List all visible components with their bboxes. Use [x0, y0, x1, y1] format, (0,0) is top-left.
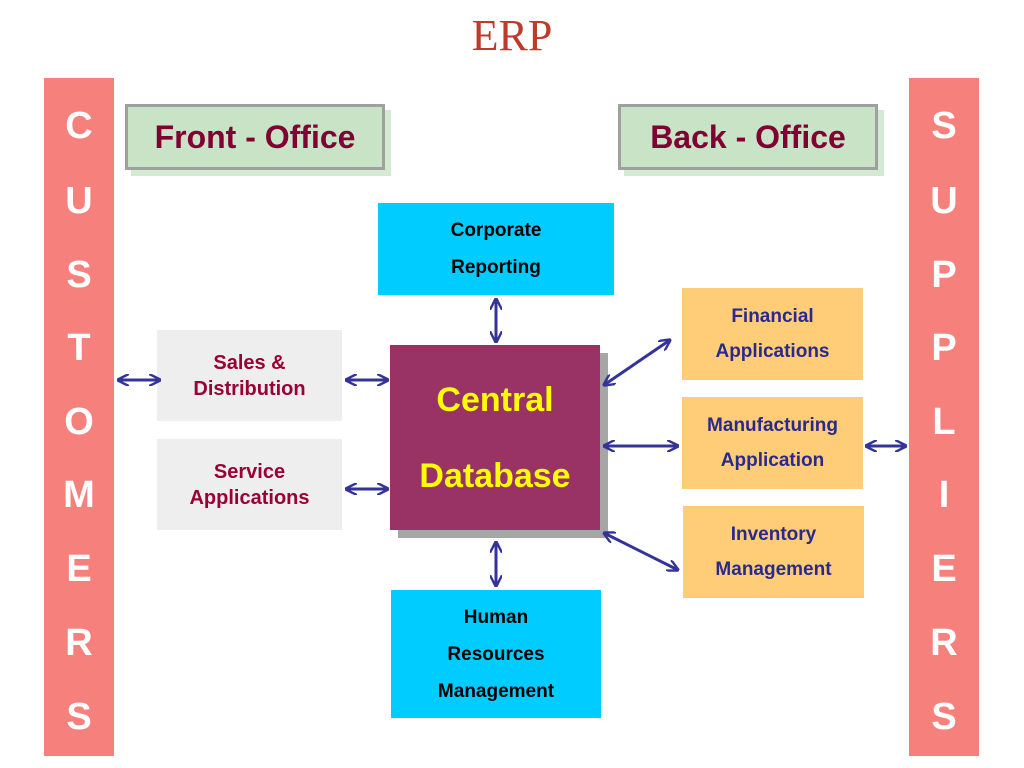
front-office-label: Front - Office	[125, 104, 385, 170]
suppliers-column: S U P P L I E R S	[909, 78, 979, 756]
customers-letter: C	[65, 105, 93, 147]
suppliers-letter: I	[938, 474, 950, 516]
suppliers-letter: L	[932, 401, 956, 443]
suppliers-letter: U	[930, 180, 958, 222]
inventory-management-line: Inventory	[730, 524, 817, 545]
manufacturing-application-box: Manufacturing Application	[682, 397, 863, 489]
corporate-reporting-line: Reporting	[451, 257, 541, 278]
central-database-box: Central Database	[390, 345, 600, 530]
central-database-line: Central	[436, 380, 554, 419]
page-title: ERP	[471, 11, 553, 60]
customers-letter: U	[65, 180, 93, 222]
customers-letter: S	[66, 696, 92, 738]
central-financial-arrow	[604, 340, 670, 385]
sales-distribution-box: Sales & Distribution	[157, 330, 342, 421]
human-resources-box: Human Resources Management	[391, 590, 601, 718]
central-inventory-arrow	[604, 533, 678, 570]
suppliers-letter: P	[931, 254, 957, 296]
inventory-management-box: Inventory Management	[683, 506, 864, 598]
suppliers-letter: E	[931, 548, 957, 590]
customers-letter: E	[66, 548, 92, 590]
manufacturing-application-line: Manufacturing	[707, 415, 838, 436]
central-database-line: Database	[419, 456, 571, 495]
sales-distribution-line: Distribution	[193, 377, 306, 400]
customers-letter: O	[64, 401, 94, 443]
customers-letter: M	[63, 474, 95, 516]
customers-letter: S	[66, 254, 92, 296]
customers-letter: R	[65, 622, 93, 664]
inventory-management-line: Management	[715, 559, 832, 580]
human-resources-line: Resources	[447, 643, 545, 665]
service-applications-line: Service	[213, 460, 286, 483]
human-resources-line: Human	[463, 606, 529, 628]
corporate-reporting-box: Corporate Reporting	[378, 203, 614, 295]
financial-applications-box: Financial Applications	[682, 288, 863, 380]
back-office-label: Back - Office	[618, 104, 878, 170]
service-applications-box: Service Applications	[157, 439, 342, 530]
customers-column: C U S T O M E R S	[44, 78, 114, 756]
suppliers-letter: R	[930, 622, 958, 664]
corporate-reporting-line: Corporate	[450, 220, 542, 241]
manufacturing-application-line: Application	[720, 450, 825, 471]
suppliers-letter: P	[931, 327, 957, 369]
financial-applications-line: Financial	[731, 306, 814, 327]
human-resources-line: Management	[437, 680, 555, 702]
suppliers-letter: S	[931, 696, 957, 738]
financial-applications-line: Applications	[715, 341, 830, 362]
suppliers-letter: S	[931, 105, 957, 147]
sales-distribution-line: Sales &	[213, 351, 286, 374]
customers-letter: T	[67, 327, 91, 369]
service-applications-line: Applications	[189, 486, 310, 509]
